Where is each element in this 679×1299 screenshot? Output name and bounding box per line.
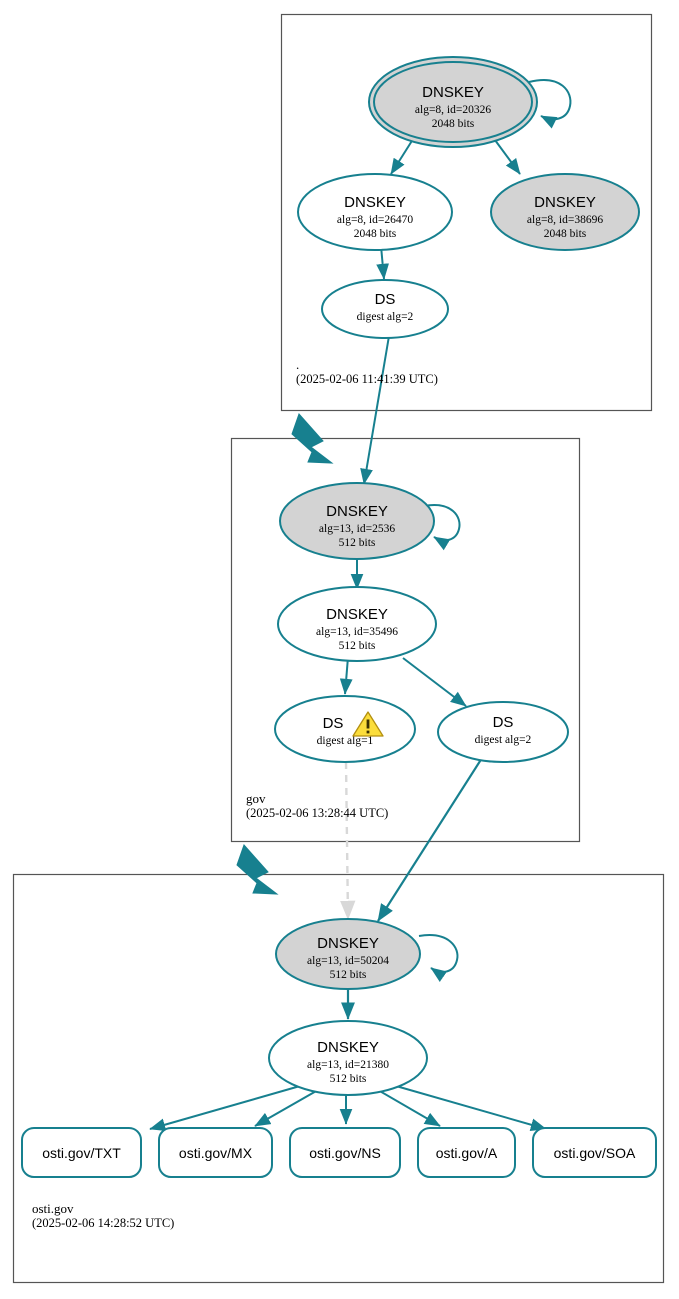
edge-gov-ds-alg2-to-osti-ksk	[377, 746, 490, 922]
node-osti-ksk-line2: alg=13, id=50204	[307, 955, 389, 967]
cluster-osti-gov-timestamp: (2025-02-06 14:28:52 UTC)	[32, 1216, 175, 1230]
node-root-ksk-title: DNSKEY	[422, 84, 484, 101]
cluster-label-root: . (2025-02-06 11:41:39 UTC)	[296, 357, 438, 387]
node-gov-ds-alg1-line2: digest alg=1	[317, 735, 374, 747]
node-gov-zsk-line3: 512 bits	[339, 640, 376, 652]
node-root-key-38696[interactable]: DNSKEY alg=8, id=38696 2048 bits	[490, 173, 640, 251]
node-gov-zsk-line2: alg=13, id=35496	[316, 626, 398, 638]
node-root-zsk-26470-line3: 2048 bits	[354, 228, 397, 240]
edge-root-ds-to-gov-ksk	[360, 335, 390, 485]
rrset-label-a: osti.gov/A	[436, 1145, 498, 1161]
rrset-node-mx[interactable]: osti.gov/MX	[158, 1127, 273, 1178]
edge-root-ksk-self-sign	[528, 79, 572, 129]
cluster-gov-name: gov	[246, 791, 266, 806]
node-osti-ksk-line3: 512 bits	[330, 969, 367, 981]
node-gov-ds-alg2-line2: digest alg=2	[475, 734, 532, 746]
cluster-box-gov	[230, 437, 581, 843]
delegation-arrow-gov-to-osti	[236, 844, 279, 895]
node-osti-zsk[interactable]: DNSKEY alg=13, id=21380 512 bits	[268, 1020, 428, 1096]
edge-osti-zsk-to-rrset-mx	[254, 1089, 319, 1127]
node-root-key-38696-title: DNSKEY	[534, 194, 596, 211]
rrset-label-txt: osti.gov/TXT	[42, 1145, 121, 1161]
edge-root-ksk-to-zsk-26470	[390, 135, 416, 175]
edge-gov-zsk-to-ds-alg2	[402, 657, 467, 707]
edge-root-ksk-to-key-38696	[491, 135, 521, 175]
node-osti-zsk-title: DNSKEY	[317, 1039, 379, 1056]
cluster-box-root	[280, 13, 653, 412]
node-root-ksk-line3: 2048 bits	[432, 118, 475, 130]
edge-osti-ksk-self-sign	[418, 934, 459, 982]
node-gov-ksk-line3: 512 bits	[339, 537, 376, 549]
node-root-zsk-26470[interactable]: DNSKEY alg=8, id=26470 2048 bits	[297, 173, 453, 251]
node-gov-ksk-title: DNSKEY	[326, 503, 388, 520]
node-root-key-38696-line3: 2048 bits	[544, 228, 587, 240]
edge-osti-zsk-to-rrset-a	[377, 1089, 441, 1127]
edge-gov-ds-alg1-to-osti-ksk-insecure	[340, 761, 356, 920]
cluster-root-name: .	[296, 357, 300, 372]
rrset-label-ns: osti.gov/NS	[309, 1145, 381, 1161]
edge-osti-zsk-to-rrset-txt	[149, 1085, 301, 1131]
node-gov-ksk-line2: alg=13, id=2536	[319, 523, 395, 535]
node-gov-zsk[interactable]: DNSKEY alg=13, id=35496 512 bits	[277, 586, 437, 662]
cluster-box-osti-gov	[12, 873, 665, 1284]
node-osti-ksk[interactable]: DNSKEY alg=13, id=50204 512 bits	[275, 918, 421, 990]
node-gov-zsk-title: DNSKEY	[326, 606, 388, 623]
node-gov-ksk[interactable]: DNSKEY alg=13, id=2536 512 bits	[279, 482, 435, 560]
rrset-label-mx: osti.gov/MX	[179, 1145, 253, 1161]
node-root-ksk-line2: alg=8, id=20326	[415, 104, 491, 116]
cluster-root-timestamp: (2025-02-06 11:41:39 UTC)	[296, 372, 438, 386]
node-osti-zsk-line3: 512 bits	[330, 1073, 367, 1085]
edge-gov-ksk-self-sign	[423, 504, 461, 551]
node-osti-ksk-title: DNSKEY	[317, 935, 379, 952]
node-gov-ds-alg2-title: DS	[493, 714, 514, 731]
cluster-osti-gov-name: osti.gov	[32, 1201, 74, 1216]
cluster-label-gov: gov (2025-02-06 13:28:44 UTC)	[246, 791, 388, 821]
rrset-label-soa: osti.gov/SOA	[554, 1145, 636, 1161]
edge-root-zsk-to-ds	[376, 245, 389, 280]
node-osti-zsk-line2: alg=13, id=21380	[307, 1059, 389, 1071]
edge-gov-zsk-to-ds-alg1	[339, 656, 353, 695]
edge-osti-zsk-to-rrset-soa	[395, 1085, 547, 1131]
node-root-ds-line2: digest alg=2	[357, 311, 414, 323]
node-gov-ds-alg1[interactable]: DS digest alg=1	[274, 695, 416, 763]
node-gov-ds-alg1-title: DS	[323, 715, 344, 732]
cluster-gov-timestamp: (2025-02-06 13:28:44 UTC)	[246, 806, 389, 820]
node-root-zsk-26470-title: DNSKEY	[344, 194, 406, 211]
rrset-node-txt[interactable]: osti.gov/TXT	[21, 1127, 142, 1178]
node-gov-ds-alg2[interactable]: DS digest alg=2	[437, 701, 569, 763]
delegation-arrow-root-to-gov	[291, 413, 334, 464]
rrset-node-a[interactable]: osti.gov/A	[417, 1127, 516, 1178]
node-root-key-38696-line2: alg=8, id=38696	[527, 214, 603, 226]
rrset-node-soa[interactable]: osti.gov/SOA	[532, 1127, 657, 1178]
warning-triangle-icon	[352, 711, 384, 737]
rrset-node-ns[interactable]: osti.gov/NS	[289, 1127, 401, 1178]
cluster-label-osti-gov: osti.gov (2025-02-06 14:28:52 UTC)	[32, 1201, 174, 1231]
node-root-ds-title: DS	[375, 291, 396, 308]
node-root-ksk[interactable]: DNSKEY alg=8, id=20326 2048 bits	[368, 56, 538, 148]
node-root-zsk-26470-line2: alg=8, id=26470	[337, 214, 413, 226]
node-root-ds[interactable]: DS digest alg=2	[321, 279, 449, 339]
